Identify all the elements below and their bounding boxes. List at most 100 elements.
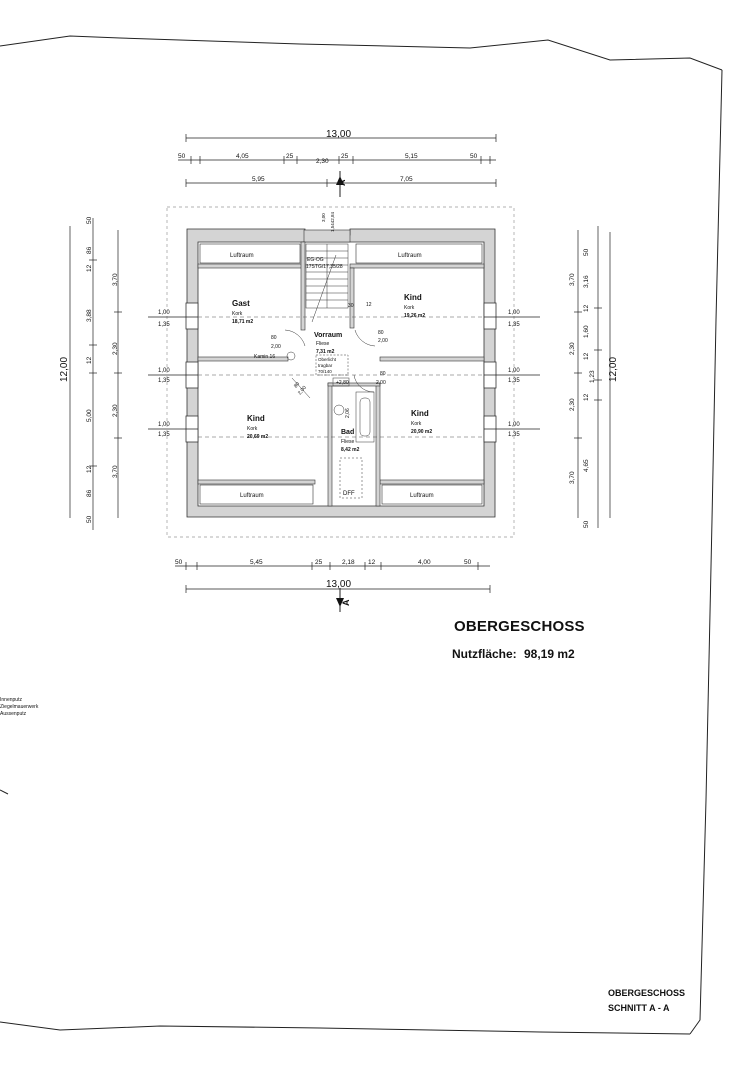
paper-edge-left-mark	[0, 789, 9, 795]
dim-right-outer-8: 4,65	[583, 459, 590, 472]
roof-slope-lines	[198, 316, 484, 438]
kamin-label: Kamin 16	[254, 354, 275, 360]
paper-edge-right	[689, 69, 723, 1035]
stair-dim: 3,00	[321, 213, 326, 222]
room-kind-tr-floor: Kork	[404, 305, 415, 311]
room-vorraum-floor: Fliese	[316, 341, 330, 347]
dim-bottom-total: 13,00	[326, 579, 351, 590]
room-kind-tr-area: 19,26 m2	[404, 313, 425, 319]
legend-item-innenputz: Innenputz	[0, 697, 22, 703]
room-gast-name: Gast	[232, 299, 250, 308]
paper-edge-top	[0, 35, 723, 71]
dim-left-outer-2: 86	[86, 489, 93, 497]
net-area-value: 98,19 m2	[524, 647, 575, 661]
dim-right-inner-3: 2,30	[569, 398, 576, 411]
section-label-top: A	[337, 179, 347, 186]
room-gast-floor: Kork	[232, 311, 243, 317]
dim-right-inner-4: 3,70	[569, 471, 576, 484]
section-marker-bottom: A	[336, 588, 351, 612]
dim-right-outer-4: 1,60	[583, 325, 590, 338]
title-block: OBERGESCHOSS SCHNITT A - A	[608, 986, 685, 1016]
room-kind-bl-name: Kind	[247, 414, 265, 423]
roof-outline	[166, 206, 515, 538]
win-left-3-a: 1,00	[158, 422, 170, 428]
sheet-title: OBERGESCHOSS	[454, 618, 585, 635]
ffok-label: +2,80	[336, 380, 349, 386]
luftraum-bottom-right: Luftraum	[410, 493, 434, 499]
dim-top-4: 2,30	[316, 158, 329, 165]
ffok-box	[332, 377, 350, 387]
room-bad-area: 8,42 m2	[341, 447, 360, 453]
dim-left-inner-1: 3,70	[112, 273, 119, 286]
oberlicht-size: 70/140	[318, 369, 332, 374]
dim-right-total: 12,00	[608, 357, 619, 382]
dim-top-split-right: 7,05	[400, 176, 413, 183]
win-right-2-a: 1,00	[508, 368, 520, 374]
dim-bottom-6: 4,00	[418, 559, 431, 566]
dim-left-outer-8: 86	[86, 246, 93, 254]
oberlicht-box	[315, 354, 349, 376]
stair-steps: 17STG/17,35/28	[306, 264, 343, 270]
room-gast-area: 18,71 m2	[232, 319, 253, 325]
dim-left-inner-3: 2,30	[112, 404, 119, 417]
dim-left-outer-3: 12	[86, 465, 93, 473]
room-kind-br-floor: Kork	[411, 421, 422, 427]
dim-right-outer-1: 50	[583, 248, 590, 256]
staircase	[305, 243, 349, 323]
dim-left-outer-5: 12	[86, 356, 93, 364]
dim-right-outer-3: 12	[583, 304, 590, 312]
partition-walls	[197, 241, 485, 507]
win-left-2-a: 1,00	[158, 368, 170, 374]
dim-left-outer-9: 50	[86, 216, 93, 224]
dimension-ticks	[89, 134, 602, 593]
win-right-1-a: 1,00	[508, 310, 520, 316]
dim-left-outer-1: 50	[86, 515, 93, 523]
title-block-line-1: OBERGESCHOSS	[608, 988, 686, 998]
win-right-2-b: 1,35	[508, 378, 520, 384]
door-200-a: 2,00	[271, 344, 281, 350]
win-right-3-b: 1,35	[508, 432, 520, 438]
door-swings	[284, 329, 376, 399]
dim-bottom-4: 2,18	[342, 559, 355, 566]
dim-right-outer-5: 12	[583, 352, 590, 360]
door-80-d: 80	[380, 371, 386, 377]
dim-right-outer-9: 50	[583, 520, 590, 528]
win-right-3-a: 1,00	[508, 422, 520, 428]
room-kind-br-name: Kind	[411, 409, 429, 418]
wall-30-label: 30	[348, 303, 354, 309]
luftraum-bottom-left: Luftraum	[240, 493, 264, 499]
win-left-1-a: 1,00	[158, 310, 170, 316]
wall-12-label: 12	[366, 302, 372, 308]
material-legend: Innenputz Ziegelmauerwerk Aussenputz	[0, 697, 38, 718]
section-marker-top: A	[336, 171, 347, 197]
win-left-1-b: 1,35	[158, 322, 170, 328]
dimension-lines	[69, 137, 611, 590]
dim-top-total: 13,00	[326, 129, 351, 140]
dim-bottom-3: 25	[315, 559, 323, 566]
win-left-3-b: 1,35	[158, 432, 170, 438]
dim-left-inner-4: 3,70	[112, 465, 119, 478]
dim-top-5: 25	[341, 153, 349, 160]
dim-bottom-7: 50	[464, 559, 472, 566]
dim-right-inner-2: 2,30	[569, 342, 576, 355]
dim-left-outer-4: 3,88	[86, 309, 93, 322]
door-80-b: 80	[378, 330, 384, 336]
room-vorraum-area: 7,31 m2	[316, 349, 335, 355]
dim-top-2: 4,05	[236, 153, 249, 160]
luftraum-top-right: Luftraum	[398, 253, 422, 259]
bath-dim-label: 2,06	[345, 408, 351, 418]
win-right-1-b: 1,35	[508, 322, 520, 328]
win-left-2-b: 1,35	[158, 378, 170, 384]
net-area-label: Nutzfläche:	[452, 647, 517, 661]
room-bad-floor: Fliese	[341, 439, 355, 445]
door-200-d: 2,00	[376, 380, 386, 386]
dim-right-outer-2: 3,16	[583, 275, 590, 288]
section-label-bottom: A	[341, 599, 351, 606]
title-block-line-2: SCHNITT A - A	[608, 1003, 670, 1013]
dim-right-outer-6: 1,23	[589, 370, 596, 383]
dim-top-7: 50	[470, 153, 478, 160]
legend-item-ziegelmauerwerk: Ziegelmauerwerk	[0, 704, 39, 710]
door-200-c: 2,00	[297, 385, 308, 396]
door-80-c: 80	[293, 381, 301, 389]
